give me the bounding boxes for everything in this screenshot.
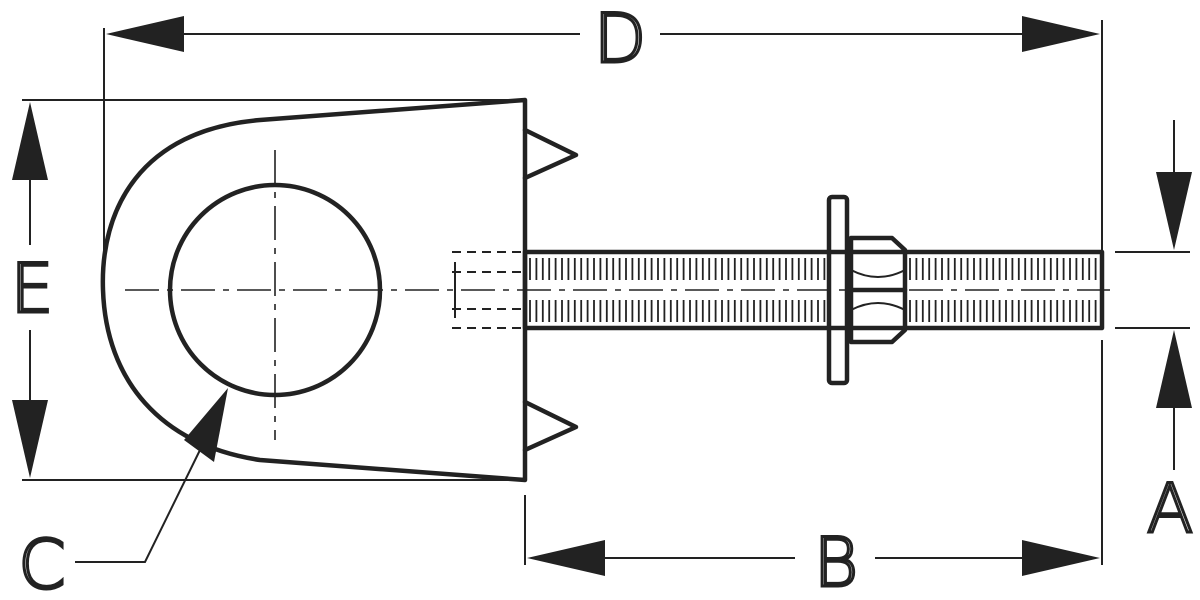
thread-marks (529, 258, 1097, 322)
hidden-thread-lines (452, 251, 522, 329)
dimension-label-b: B (814, 524, 859, 600)
lower-spike (522, 399, 579, 453)
hex-nut (848, 235, 908, 345)
dimension-label-d: D (594, 0, 646, 79)
dimension-label-e: E (11, 250, 54, 329)
hex-nut-chamfer (850, 269, 906, 311)
dimension-b (524, 340, 1103, 576)
dimension-d (103, 16, 1103, 285)
dimension-a (1115, 120, 1192, 470)
dimension-e (12, 99, 525, 481)
dimension-label-c: C (18, 526, 65, 600)
dimension-label-a: A (1147, 470, 1194, 549)
upper-spike (522, 127, 579, 181)
dimension-c (75, 388, 228, 563)
